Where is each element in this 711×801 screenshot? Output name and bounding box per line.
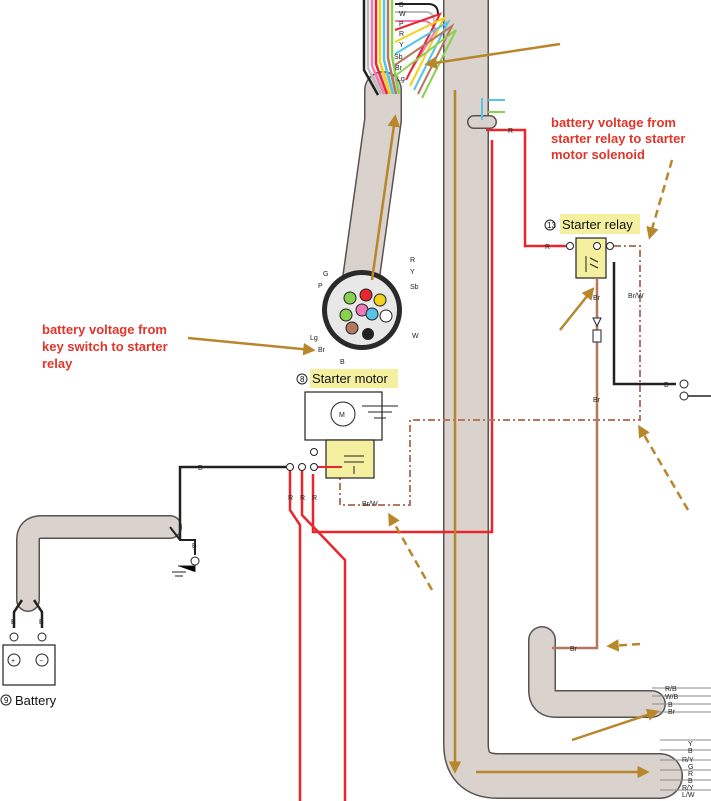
- annotation-key-to-relay: battery voltage from key switch to start…: [42, 322, 168, 371]
- annotation-line-1: battery voltage from: [551, 115, 676, 130]
- flow-arrows: [187, 42, 690, 779]
- conn-label-12: L/W: [682, 792, 695, 799]
- arrow-solenoid-dashed: [388, 512, 434, 591]
- battery-number: 9: [4, 696, 9, 705]
- bundle-label-2: W: [399, 11, 406, 18]
- bundle-label-3: P: [399, 21, 404, 28]
- battery: B B B + − 9 Battery: [0, 526, 200, 708]
- annotation-line-2: starter relay to starter: [551, 131, 685, 146]
- annotation-line-6: relay: [42, 356, 73, 371]
- conn-label-10: B: [688, 778, 693, 785]
- key-label-lg: Lg: [310, 335, 318, 342]
- arrow-relay-up: [559, 287, 595, 331]
- label-motor-r3: R: [312, 495, 317, 502]
- conn-label-9: R: [688, 771, 693, 778]
- relay-number: 13: [547, 221, 556, 230]
- arrow-top: [424, 42, 561, 69]
- relay-feed-wire: R R: [311, 98, 566, 534]
- bundle-label-5: Y: [399, 42, 404, 49]
- starter-motor: 8 Starter motor M B R R R Br/W: [178, 369, 398, 801]
- conn-label-11: R/Y: [682, 785, 694, 792]
- battery-minus: −: [39, 658, 43, 665]
- conn-label-5: Y: [688, 741, 693, 748]
- motor-number: 8: [300, 375, 305, 384]
- key-label-y: Y: [410, 269, 415, 276]
- bottom-connector: R/B W/B B Br Y B R/Y G R B R/Y L/W: [652, 686, 711, 799]
- annotation-line-3: motor solenoid: [551, 147, 645, 162]
- wire-looms: [16, 0, 683, 799]
- label-motor-feed: B: [198, 465, 203, 472]
- key-label-br: Br: [318, 347, 326, 354]
- arrow-key-to-relay: [187, 336, 316, 356]
- arrow-key-up: [370, 114, 400, 281]
- key-label-w: W: [412, 333, 419, 340]
- key-label-r: R: [410, 257, 415, 264]
- annotation-line-5: key switch to starter: [42, 339, 168, 354]
- annotation-line-4: battery voltage from: [42, 322, 167, 337]
- battery-plus: +: [11, 658, 15, 665]
- label-motor-r1: R: [288, 495, 293, 502]
- arrow-brw-dashed: [638, 424, 690, 511]
- motor-m-symbol: M: [339, 412, 345, 419]
- bundle-label-8: Lg: [397, 76, 405, 83]
- conn-label-6: B: [688, 748, 693, 755]
- arrow-br-dashed: [606, 639, 641, 652]
- label-top-r: R: [508, 128, 513, 135]
- motor-name: Starter motor: [312, 371, 389, 386]
- label-relay-br-low: Br: [593, 397, 601, 404]
- label-battery-pos: B: [11, 619, 16, 626]
- bundle-label-4: R: [399, 31, 404, 38]
- conn-label-3: B: [668, 702, 673, 709]
- key-label-g: G: [323, 271, 328, 278]
- label-battery-neg: B: [39, 619, 44, 626]
- bundle-label-1: B: [399, 2, 404, 9]
- label-motor-r2: R: [300, 495, 305, 502]
- key-label-sb: Sb: [410, 284, 419, 291]
- label-motor-brw: Br/W: [362, 501, 378, 508]
- annotation-relay-to-solenoid: battery voltage from starter relay to st…: [551, 115, 685, 162]
- conn-label-8: G: [688, 764, 693, 771]
- label-battery-b: B: [192, 543, 197, 550]
- label-relay-in: R: [545, 244, 550, 251]
- label-relay-out: Br/W: [628, 293, 644, 300]
- conn-label-4: Br: [668, 709, 676, 716]
- battery-name: Battery: [15, 693, 57, 708]
- arrow-lower-right: [571, 708, 660, 742]
- relay-name: Starter relay: [562, 217, 633, 232]
- bundle-label-7: Br: [395, 65, 403, 72]
- top-wire-bundle: B W P R Y Sb Br Lg: [362, 0, 457, 99]
- key-label-p: P: [318, 283, 323, 290]
- conn-label-7: R/Y: [682, 757, 694, 764]
- relay-label-highlight: [560, 214, 640, 234]
- label-relay-ground: B: [664, 382, 669, 389]
- key-switch: G P Lg Br B R Y Sb W: [310, 257, 419, 366]
- arrow-relay-dashed: [646, 159, 674, 240]
- label-bottom-br: Br: [570, 646, 578, 653]
- label-relay-br-top: Br: [593, 295, 601, 302]
- starter-relay: 13 Starter relay Br/W Br Br Br B: [339, 214, 711, 653]
- conn-label-2: W/B: [665, 694, 679, 701]
- conn-label-1: R/B: [665, 686, 677, 693]
- bundle-label-6: Sb: [394, 54, 403, 61]
- key-label-b: B: [340, 359, 345, 366]
